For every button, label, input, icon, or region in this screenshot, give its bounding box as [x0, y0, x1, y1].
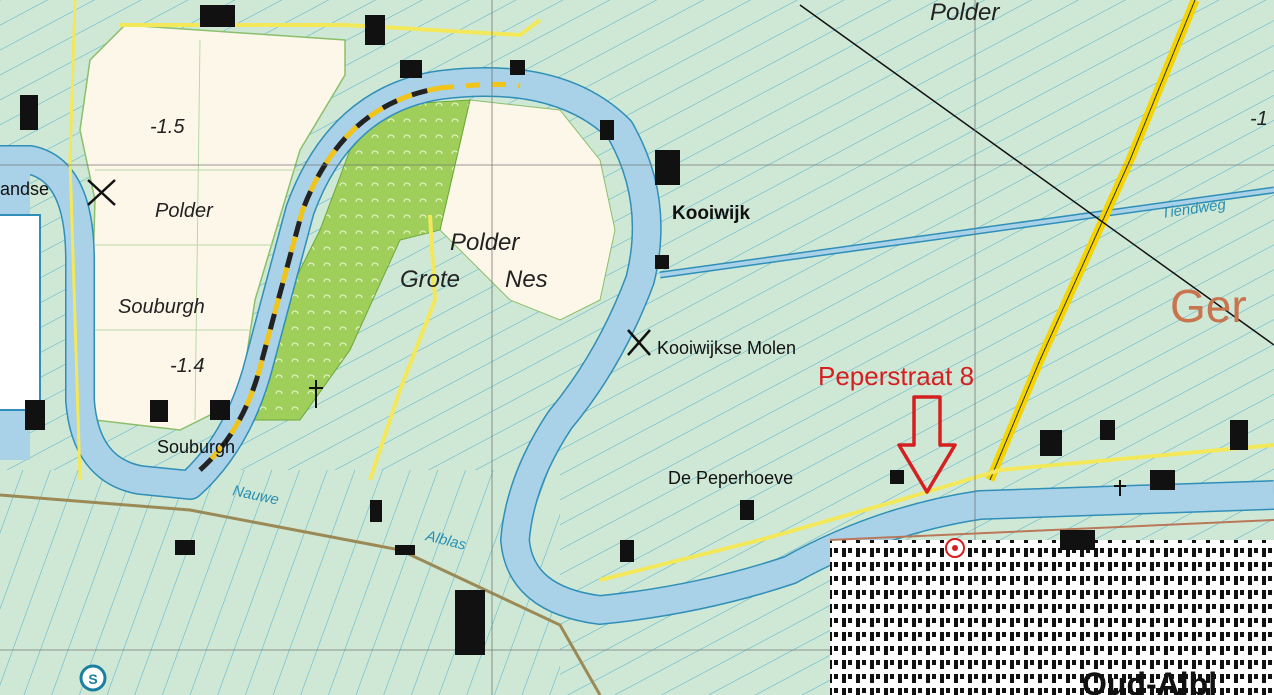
svg-text:S: S — [88, 671, 97, 687]
cross-icon — [309, 380, 1126, 496]
label-andse: andse — [0, 179, 49, 199]
orchard-area — [254, 99, 471, 421]
label-souburgh-place: Souburgh — [157, 437, 235, 457]
road-yellow-peperhoeve — [599, 443, 1274, 582]
label-ger: Ger — [1170, 280, 1247, 332]
field-lines — [95, 39, 320, 421]
label-polder-left: Polder — [155, 200, 214, 222]
label-minus-1-4: -1.4 — [170, 355, 204, 377]
label-kooiwijk: Kooiwijk — [672, 203, 751, 224]
polder-grote-nes-field — [439, 99, 616, 321]
road-yellow-grote-nes — [368, 214, 438, 481]
route-marker-icon[interactable]: S — [79, 664, 107, 692]
power-line — [799, 4, 1274, 346]
label-souburgh-italic: Souburgh — [118, 296, 205, 318]
label-grote: Grote — [400, 266, 460, 293]
grassland-area-sw — [0, 470, 560, 695]
label-nes: Nes — [505, 266, 548, 293]
down-arrow-icon — [897, 395, 957, 494]
label-kooiwijkse-molen: Kooiwijkse Molen — [657, 338, 796, 358]
label-polder-center: Polder — [450, 229, 520, 256]
label-minus-1-right: -1 — [1250, 108, 1268, 130]
town-oud-alblas — [830, 540, 1274, 695]
annotation-address: Peperstraat 8 — [818, 361, 974, 391]
label-minus-1-5: -1.5 — [150, 116, 185, 138]
buildings — [20, 5, 1248, 655]
windmill-icon — [87, 179, 651, 356]
label-polder-top: Polder — [930, 0, 1000, 26]
label-oud-albl: Oud-Albl — [1082, 666, 1217, 695]
church-marker-icon — [945, 538, 965, 558]
label-de-peperhoeve: De Peperhoeve — [668, 468, 793, 488]
polder-souburgh-field — [79, 24, 346, 431]
